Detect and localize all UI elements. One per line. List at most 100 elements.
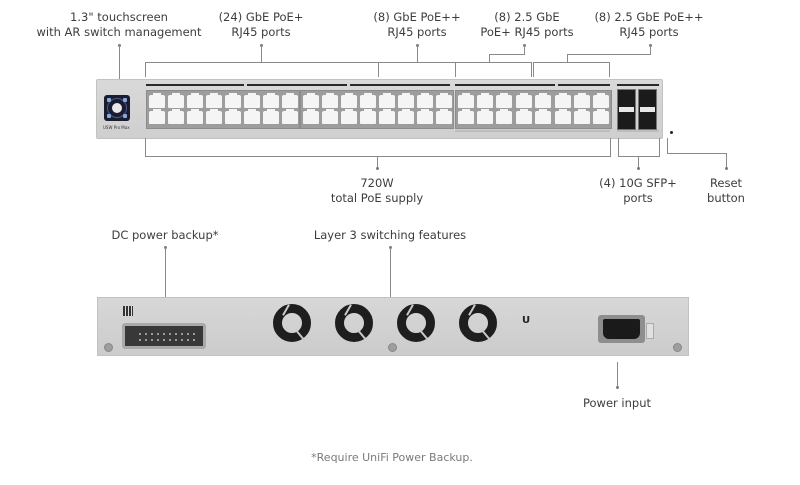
reset-leader-line-h (667, 153, 727, 154)
rj45-port[interactable] (573, 109, 590, 124)
rj45-port[interactable] (321, 109, 338, 124)
rj45-port[interactable] (397, 109, 414, 124)
g25-poe-pp-leader-line-v (650, 45, 651, 54)
connector-pins (137, 331, 197, 341)
rj45-port[interactable] (435, 109, 452, 124)
switch-back-panel: U (97, 297, 689, 356)
g25-poe-pp-leader-line-h (567, 54, 651, 55)
rj45-block-3 (455, 90, 612, 129)
led-bar-1 (455, 130, 610, 132)
sfp-leader-dot (637, 167, 640, 170)
rj45-port[interactable] (535, 109, 552, 124)
poe-supply-line1: 720W (360, 176, 394, 190)
dc-backup-label: DC power backup* (111, 228, 219, 242)
port-group-bar-1 (146, 84, 244, 86)
sfp-line2: ports (623, 191, 653, 205)
rj45-port[interactable] (477, 93, 494, 108)
reset-button[interactable] (670, 131, 673, 134)
rj45-port[interactable] (340, 109, 357, 124)
sfp-cage-left[interactable] (617, 89, 636, 130)
rj45-port[interactable] (496, 109, 513, 124)
rj45-port[interactable] (397, 93, 414, 108)
rj45-port[interactable] (281, 109, 298, 124)
poe-supply-line2: total PoE supply (330, 191, 424, 205)
rj45-port[interactable] (224, 109, 241, 124)
sfp-bracket (618, 138, 660, 157)
gbe-poe-pp-bracket (378, 62, 456, 77)
gbe-poe-pp-label: (8) GbE PoE++ RJ45 ports (373, 10, 460, 40)
rj45-port[interactable] (416, 109, 433, 124)
rj45-port[interactable] (205, 93, 222, 108)
sfp-label: (4) 10G SFP+ ports (599, 176, 677, 206)
ground-screw-right (673, 343, 682, 352)
qr-code (123, 306, 133, 316)
rj45-port[interactable] (554, 109, 571, 124)
rj45-port[interactable] (243, 93, 260, 108)
dc-backup-leader-line (165, 247, 166, 297)
rj45-port[interactable] (515, 109, 532, 124)
touchscreen-ring (107, 98, 127, 118)
rj45-port[interactable] (281, 93, 298, 108)
g25-poe-pp-line1: (8) 2.5 GbE PoE++ (594, 10, 704, 24)
g25-poe-plus-bracket (455, 62, 532, 77)
ground-screw-left (104, 343, 113, 352)
rj45-port[interactable] (186, 93, 203, 108)
fan-4 (459, 304, 497, 342)
sfp-group-bar (617, 84, 659, 86)
rj45-port[interactable] (321, 93, 338, 108)
rj45-port[interactable] (148, 93, 165, 108)
rj45-port[interactable] (224, 93, 241, 108)
rj45-port[interactable] (515, 93, 532, 108)
g25-poe-pp-bracket (533, 62, 610, 77)
rj45-port[interactable] (554, 93, 571, 108)
rj45-port[interactable] (359, 109, 376, 124)
rj45-port[interactable] (378, 93, 395, 108)
port-group-bar-4 (455, 84, 555, 86)
ac-power-inlet[interactable] (598, 315, 645, 343)
poe-supply-leader-dot (376, 167, 379, 170)
gbe-poe-plus-leader-line (261, 45, 262, 62)
rj45-port[interactable] (496, 93, 513, 108)
rj45-port[interactable] (477, 109, 494, 124)
rj45-port[interactable] (435, 93, 452, 108)
poe-supply-label: 720W total PoE supply (331, 176, 423, 206)
touchscreen-label: 1.3" touchscreen with AR switch manageme… (37, 10, 202, 40)
rj45-port[interactable] (378, 109, 395, 124)
gbe-poe-plus-line2: RJ45 ports (231, 25, 291, 39)
rj45-port[interactable] (416, 93, 433, 108)
sfp-line1: (4) 10G SFP+ (599, 176, 677, 190)
reset-line2: button (707, 191, 745, 205)
g25-poe-pp-label: (8) 2.5 GbE PoE++ RJ45 ports (594, 10, 703, 40)
touchscreen-icon-bottomleft (107, 114, 111, 118)
gbe-poe-pp-leader-line (417, 45, 418, 62)
rj45-port[interactable] (262, 93, 279, 108)
rj45-port[interactable] (167, 93, 184, 108)
sfp-leader-line (638, 156, 639, 168)
rj45-port[interactable] (262, 109, 279, 124)
rj45-port[interactable] (593, 109, 610, 124)
fan-2 (335, 304, 373, 342)
touchscreen-display[interactable] (104, 95, 130, 121)
rj45-port[interactable] (302, 109, 319, 124)
sfp-cage-right[interactable] (638, 89, 657, 130)
rj45-port[interactable] (302, 93, 319, 108)
reset-leader-dot (725, 167, 728, 170)
rj45-port[interactable] (148, 109, 165, 124)
rj45-port[interactable] (535, 93, 552, 108)
g25-poe-plus-line2: PoE+ RJ45 ports (480, 25, 574, 39)
rj45-port[interactable] (186, 109, 203, 124)
rj45-port[interactable] (167, 109, 184, 124)
rj45-port[interactable] (205, 109, 222, 124)
port-group-bar-5 (558, 84, 610, 86)
dc-power-connector[interactable] (122, 323, 206, 349)
rj45-port[interactable] (457, 109, 474, 124)
rj45-port[interactable] (457, 93, 474, 108)
rj45-port[interactable] (359, 93, 376, 108)
rj45-port[interactable] (243, 109, 260, 124)
rj45-port[interactable] (593, 93, 610, 108)
rj45-port[interactable] (573, 93, 590, 108)
rj45-port[interactable] (340, 93, 357, 108)
ubiquiti-logo: U (522, 315, 531, 326)
reset-leader-line-v2 (726, 153, 727, 168)
ac-inlet-socket (603, 319, 640, 339)
